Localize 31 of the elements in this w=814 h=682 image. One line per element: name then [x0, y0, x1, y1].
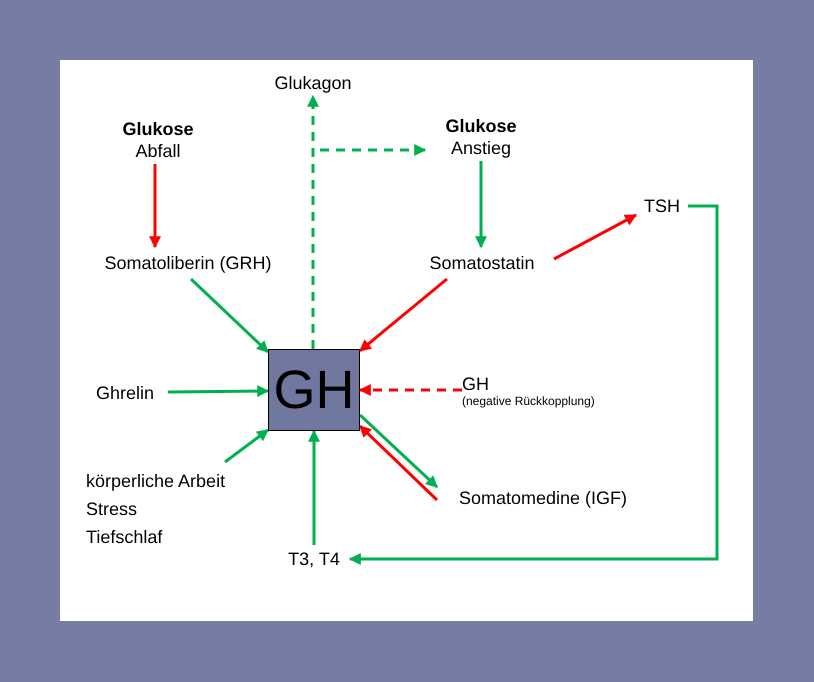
node-label: T3, T4 — [288, 548, 340, 570]
node-label: Glukose — [122, 118, 194, 140]
node-label: Abfall — [135, 140, 181, 162]
arrow — [224, 428, 269, 464]
node-label: TSH — [644, 195, 680, 217]
dashed-arrow — [320, 144, 426, 156]
arrow — [308, 430, 320, 545]
arrow — [190, 278, 270, 354]
arrow — [149, 164, 161, 248]
arrow — [553, 214, 638, 260]
node-label: Somatostatin — [429, 252, 535, 274]
node-label: GH — [462, 373, 489, 396]
hormone-box: GH — [268, 349, 360, 431]
node-label: Glukagon — [274, 72, 352, 94]
dashed-arrow — [307, 94, 319, 349]
node-label: (negative Rückkopplung) — [462, 395, 595, 409]
node-label: Glukose — [445, 115, 517, 137]
node-label: körperliche Arbeit — [86, 470, 226, 493]
arrow — [359, 278, 448, 352]
node-label: Anstieg — [450, 137, 512, 159]
arrow — [358, 424, 438, 502]
node-label: Ghrelin — [96, 382, 154, 404]
arrow — [168, 385, 270, 398]
arrow — [358, 414, 438, 488]
arrow — [475, 161, 487, 248]
node-label: Tiefschlaf — [86, 526, 162, 548]
node-label: Somatoliberin (GRH) — [104, 252, 272, 274]
node-label: Somatomedine (IGF) — [458, 487, 628, 509]
node-label: Stress — [86, 498, 138, 520]
arrow — [348, 204, 718, 565]
dashed-arrow — [358, 384, 462, 396]
